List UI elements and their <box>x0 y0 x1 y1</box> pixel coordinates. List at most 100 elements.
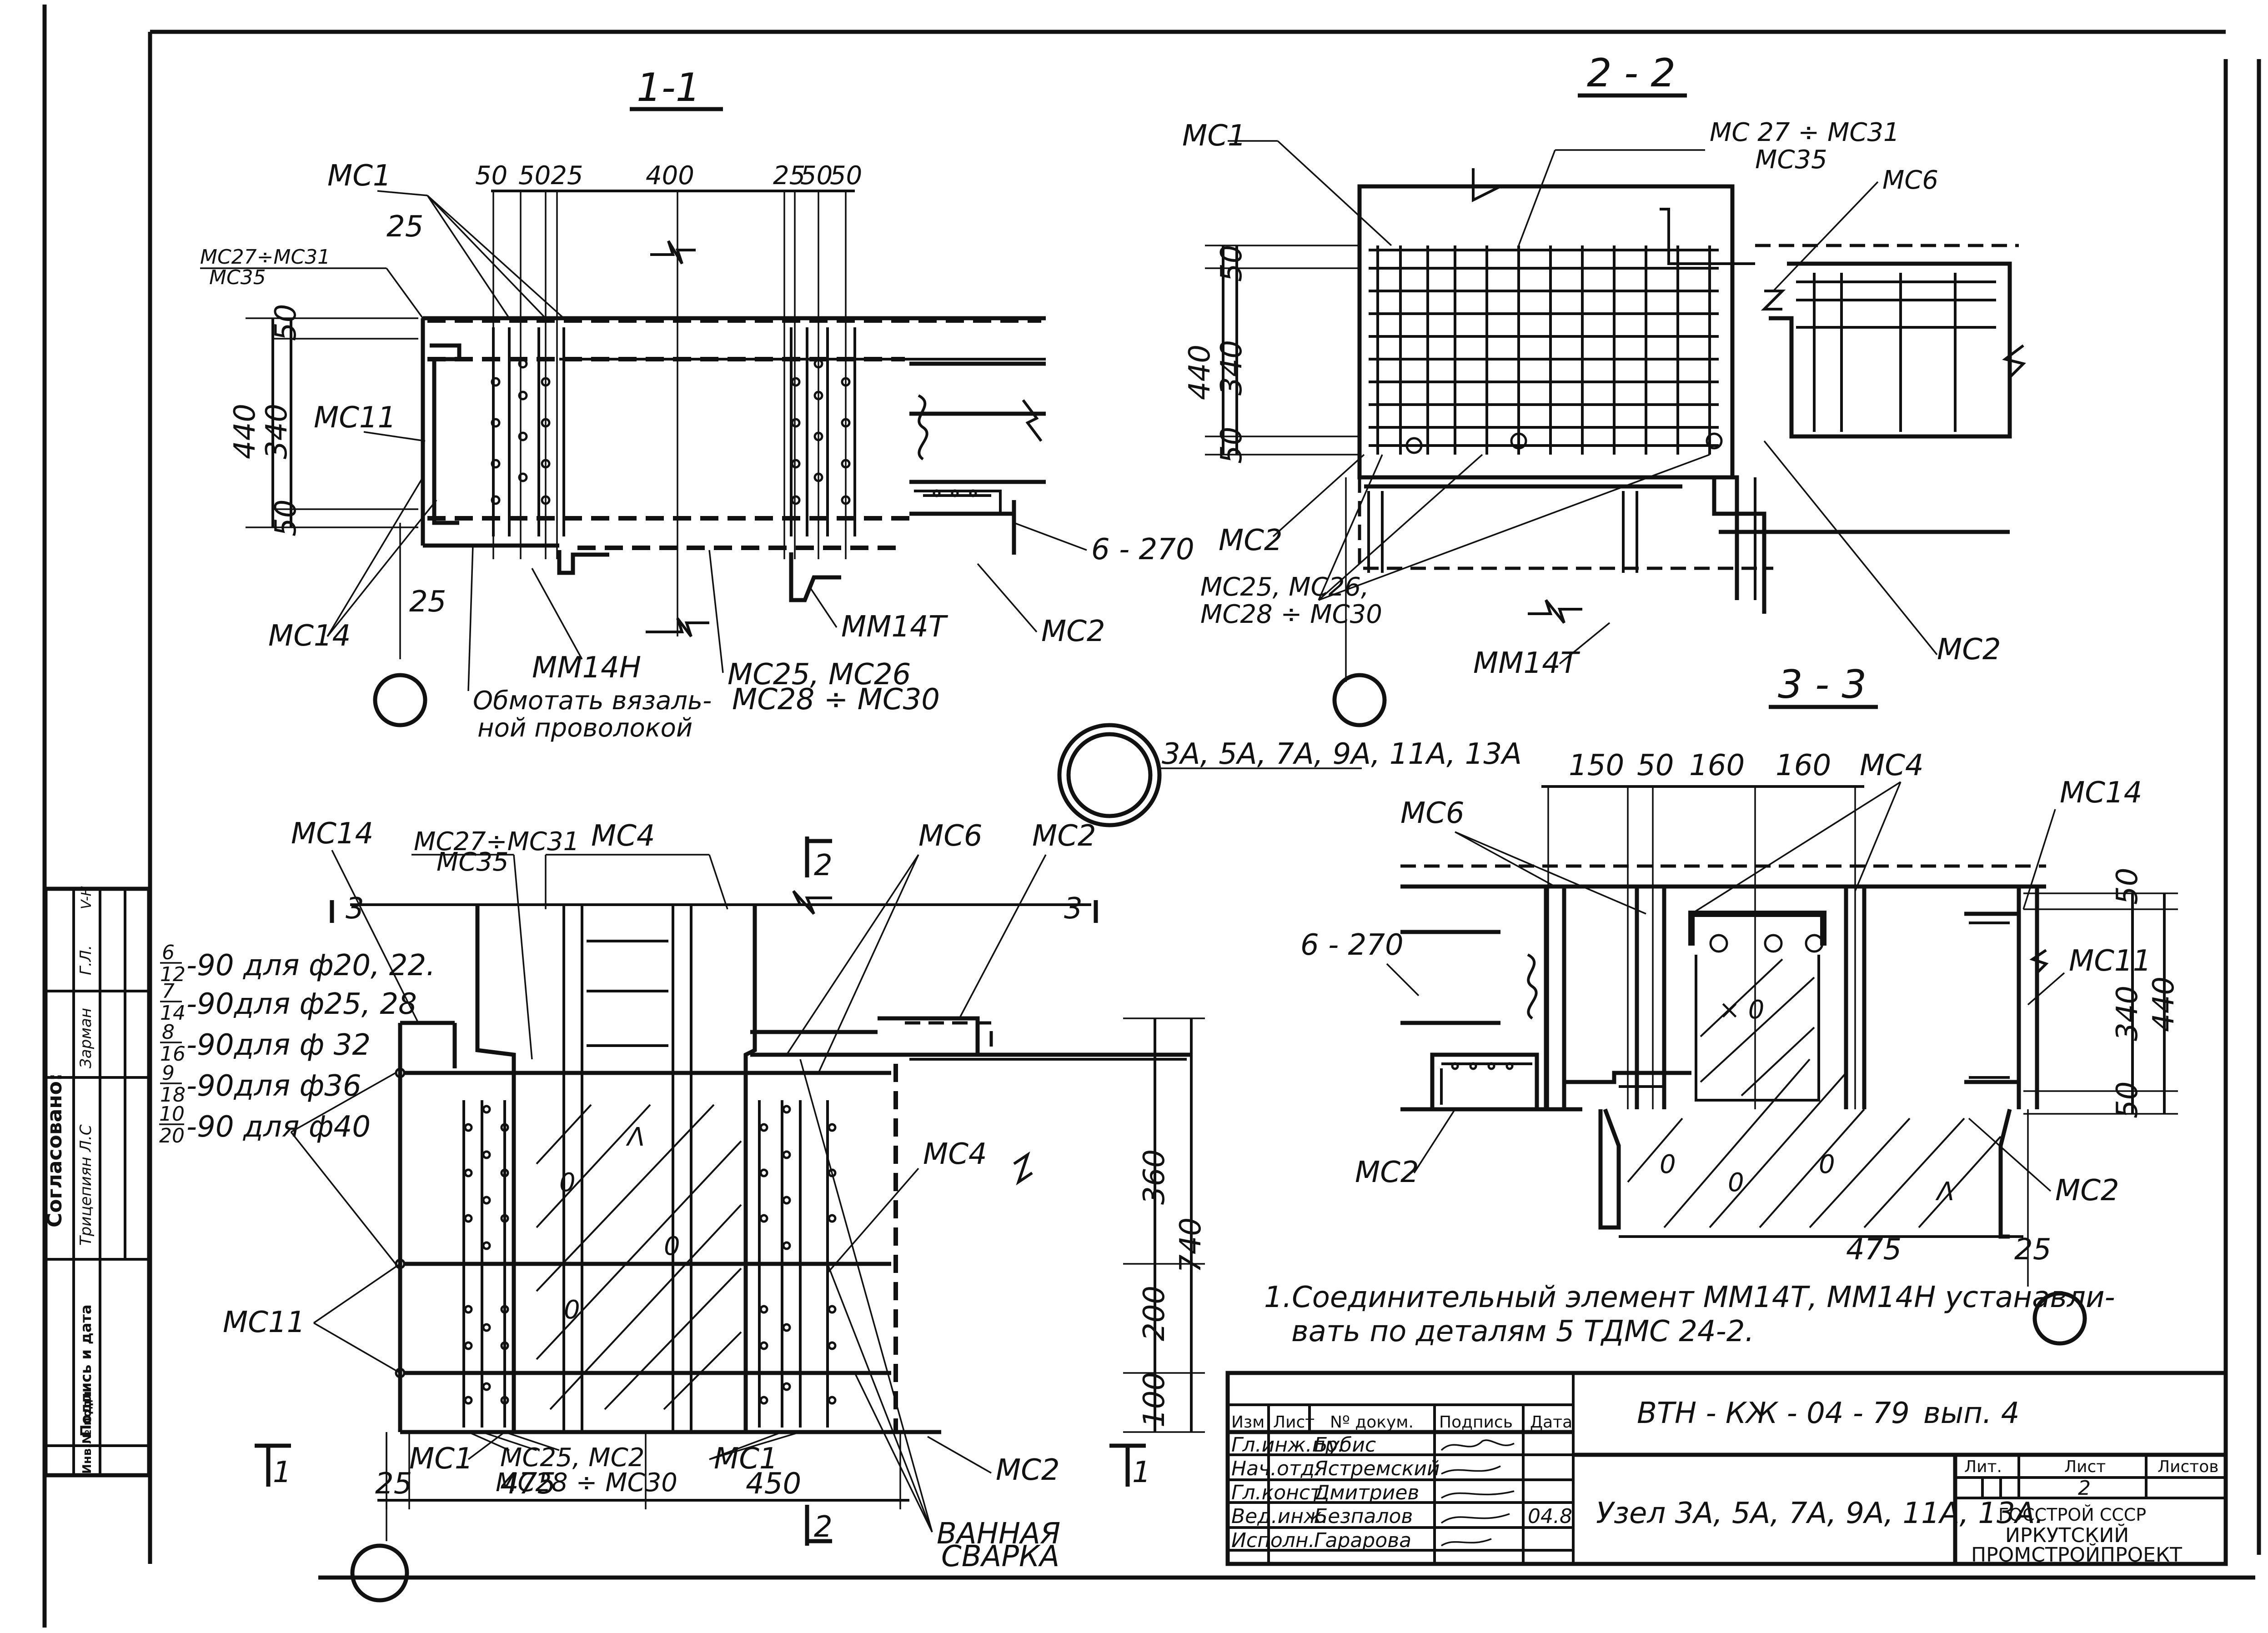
svg-text:0: 0 <box>1819 1150 1835 1179</box>
label-s11-mc1: МС1 <box>327 159 391 193</box>
stamp-issue: вып. 4 <box>1923 1397 2020 1430</box>
svg-text:12: 12 <box>160 963 186 986</box>
stamp-sheets: Листов <box>2158 1458 2218 1476</box>
dim-plan-740: 740 <box>1174 1217 1208 1273</box>
svg-text:0: 0 <box>1660 1150 1676 1179</box>
label-plan-mc25: МС25, МС2 <box>500 1443 644 1473</box>
label-plan-mc4a: МС4 <box>591 819 655 853</box>
label-s33-b6270: 6 - 270 <box>1300 928 1404 962</box>
sheet-frame <box>42 5 2261 1628</box>
label-s33-mc14: МС14 <box>2060 776 2142 810</box>
svg-text:16: 16 <box>160 1042 186 1066</box>
stamp-h-date: Дата <box>1530 1413 1572 1432</box>
plan-view: 3 3 2 2 1 1 <box>159 817 1208 1603</box>
label-s11-mc25: МС25, МС26 <box>728 658 911 691</box>
label-s22-mm14t: ММ14Т <box>1473 646 1581 680</box>
s11-node-marker <box>373 673 427 727</box>
label-plan-mc2a: МС2 <box>1032 819 1096 853</box>
svg-text:8: 8 <box>162 1021 175 1044</box>
dim-s11-400: 400 <box>646 161 694 190</box>
s11-stirrups <box>430 327 856 536</box>
label-s11-mc27: МС27÷МС31 <box>200 245 330 269</box>
dim-s11-50-top: 50 <box>269 304 303 341</box>
label-plan-mc28: МС28 ÷ МС30 <box>496 1468 677 1498</box>
svg-text:-90для ф 32: -90для ф 32 <box>186 1028 371 1062</box>
plan-cut-1-left: 1 <box>273 1456 291 1489</box>
legend-row-2: 7 14 -90для ф25, 28 <box>160 980 417 1025</box>
svg-text:6: 6 <box>162 941 175 964</box>
svg-text:-90для ф25, 28: -90для ф25, 28 <box>186 987 417 1021</box>
plan-cut-2-bot: 2 <box>814 1510 833 1544</box>
section-2-2: 2 - 2 440 50 340 50 <box>1182 50 2026 727</box>
plan-node-marker <box>350 1543 409 1603</box>
plan-column-hatch: 0 0 0 Λ <box>536 1104 742 1410</box>
stamp-name-5: Гарарова <box>1314 1529 1411 1552</box>
label-s33-mc11: МС11 <box>2069 944 2151 978</box>
dim-s33-340: 340 <box>2111 986 2144 1041</box>
dim-s33-150: 150 <box>1569 749 1624 782</box>
dim-s33-25: 25 <box>2014 1233 2051 1267</box>
svg-text:-90 для ф20, 22.: -90 для ф20, 22. <box>186 949 436 982</box>
label-s22-mc25: МС25, МС26, <box>1200 572 1369 602</box>
dim-plan-450: 450 <box>746 1467 801 1501</box>
label-s11-mm14h: ММ14Н <box>532 651 641 685</box>
label-s33-mc4: МС4 <box>1860 749 1924 782</box>
label-s33-mc2b: МС2 <box>2055 1174 2119 1207</box>
svg-text:Λ: Λ <box>626 1122 645 1152</box>
plan-cage <box>395 905 891 1432</box>
node-marker: 3А, 5А, 7А, 9А, 11А, 13А <box>1057 723 1522 827</box>
stamp-date: 04.8 <box>1528 1505 1572 1528</box>
svg-text:Λ: Λ <box>1935 1177 1954 1207</box>
label-s11-mc2: МС2 <box>1041 615 1105 648</box>
side-stamp-name2: Зарман <box>77 1008 95 1068</box>
label-plan-mc2b: МС2 <box>996 1453 1060 1487</box>
label-s22-mc28: МС28 ÷ МС30 <box>1200 600 1382 629</box>
dim-s33-440: 440 <box>2147 977 2181 1032</box>
svg-text:0: 0 <box>664 1232 680 1261</box>
label-s22-mc35: МС35 <box>1755 145 1827 175</box>
dim-plan-25: 25 <box>375 1467 412 1501</box>
svg-text:9: 9 <box>162 1062 175 1085</box>
stamp-h-doc: Nº докум. <box>1330 1413 1414 1432</box>
svg-text:× 0: × 0 <box>1719 995 1764 1025</box>
legend-row-3: 8 16 -90для ф 32 <box>160 1021 371 1066</box>
label-s11-mc11: МС11 <box>314 401 396 435</box>
side-stamp-inv: Инв.№ подл. <box>80 1387 94 1474</box>
note-line-2: вать по деталям 5 ТДМС 24-2. <box>1291 1315 1754 1348</box>
side-stamp-sign-date: Подпись и дата <box>77 1304 95 1437</box>
label-plan-mc35: МС35 <box>437 847 509 877</box>
label-s11-mm14t: ММ14Т <box>841 610 948 644</box>
dim-s33-160a: 160 <box>1689 749 1745 782</box>
dim-plan-200: 200 <box>1138 1286 1171 1341</box>
stamp-role-2: Нач.отд. <box>1231 1457 1321 1480</box>
plan-cut-3-right: 3 <box>1064 892 1083 926</box>
label-s33-mc2a: МС2 <box>1355 1156 1419 1189</box>
label-plan-mc1b: МС1 <box>714 1442 778 1476</box>
dim-s33-50-top: 50 <box>2111 868 2144 905</box>
stamp-org-2: ИРКУТСКИЙ <box>2005 1523 2129 1547</box>
label-plan-weld1: ВАННАЯ <box>937 1517 1060 1551</box>
side-stamp-signature: Г.Л. <box>77 945 95 975</box>
svg-text:-90для ф36: -90для ф36 <box>186 1069 361 1103</box>
s22-cage <box>1369 245 1723 455</box>
plan-cut-1-right: 1 <box>1132 1456 1151 1489</box>
label-s22-mc2b: МС2 <box>1937 633 2001 666</box>
label-plan-mc4b: МС4 <box>923 1137 987 1171</box>
section-1-1: 1-1 50 5025 400 25 50 50 25 440 50 340 5… <box>200 65 1194 743</box>
stamp-sheet-no: 2 <box>2078 1477 2091 1500</box>
dim-plan-360: 360 <box>1138 1149 1171 1205</box>
label-s11-mc35: МС35 <box>209 266 266 289</box>
label-plan-mc11: МС11 <box>223 1306 305 1339</box>
dim-s11-5025: 5025 <box>518 161 583 190</box>
svg-text:7: 7 <box>162 980 175 1003</box>
dim-s22-50-bot: 50 <box>1215 427 1249 464</box>
section-2-2-title: 2 - 2 <box>1587 50 1676 96</box>
dim-s11-25-top: 25 <box>386 210 423 244</box>
label-s22-mc1: МС1 <box>1182 119 1246 153</box>
label-s22-mc6: МС6 <box>1882 165 1938 195</box>
svg-text:18: 18 <box>160 1083 186 1107</box>
section-3-3-title: 3 - 3 <box>1778 662 1867 707</box>
label-s11-note1: Обмотать вязаль- <box>473 686 712 716</box>
dim-s33-50: 50 <box>1637 749 1674 782</box>
stamp-lit: Лит. <box>1964 1458 2002 1476</box>
